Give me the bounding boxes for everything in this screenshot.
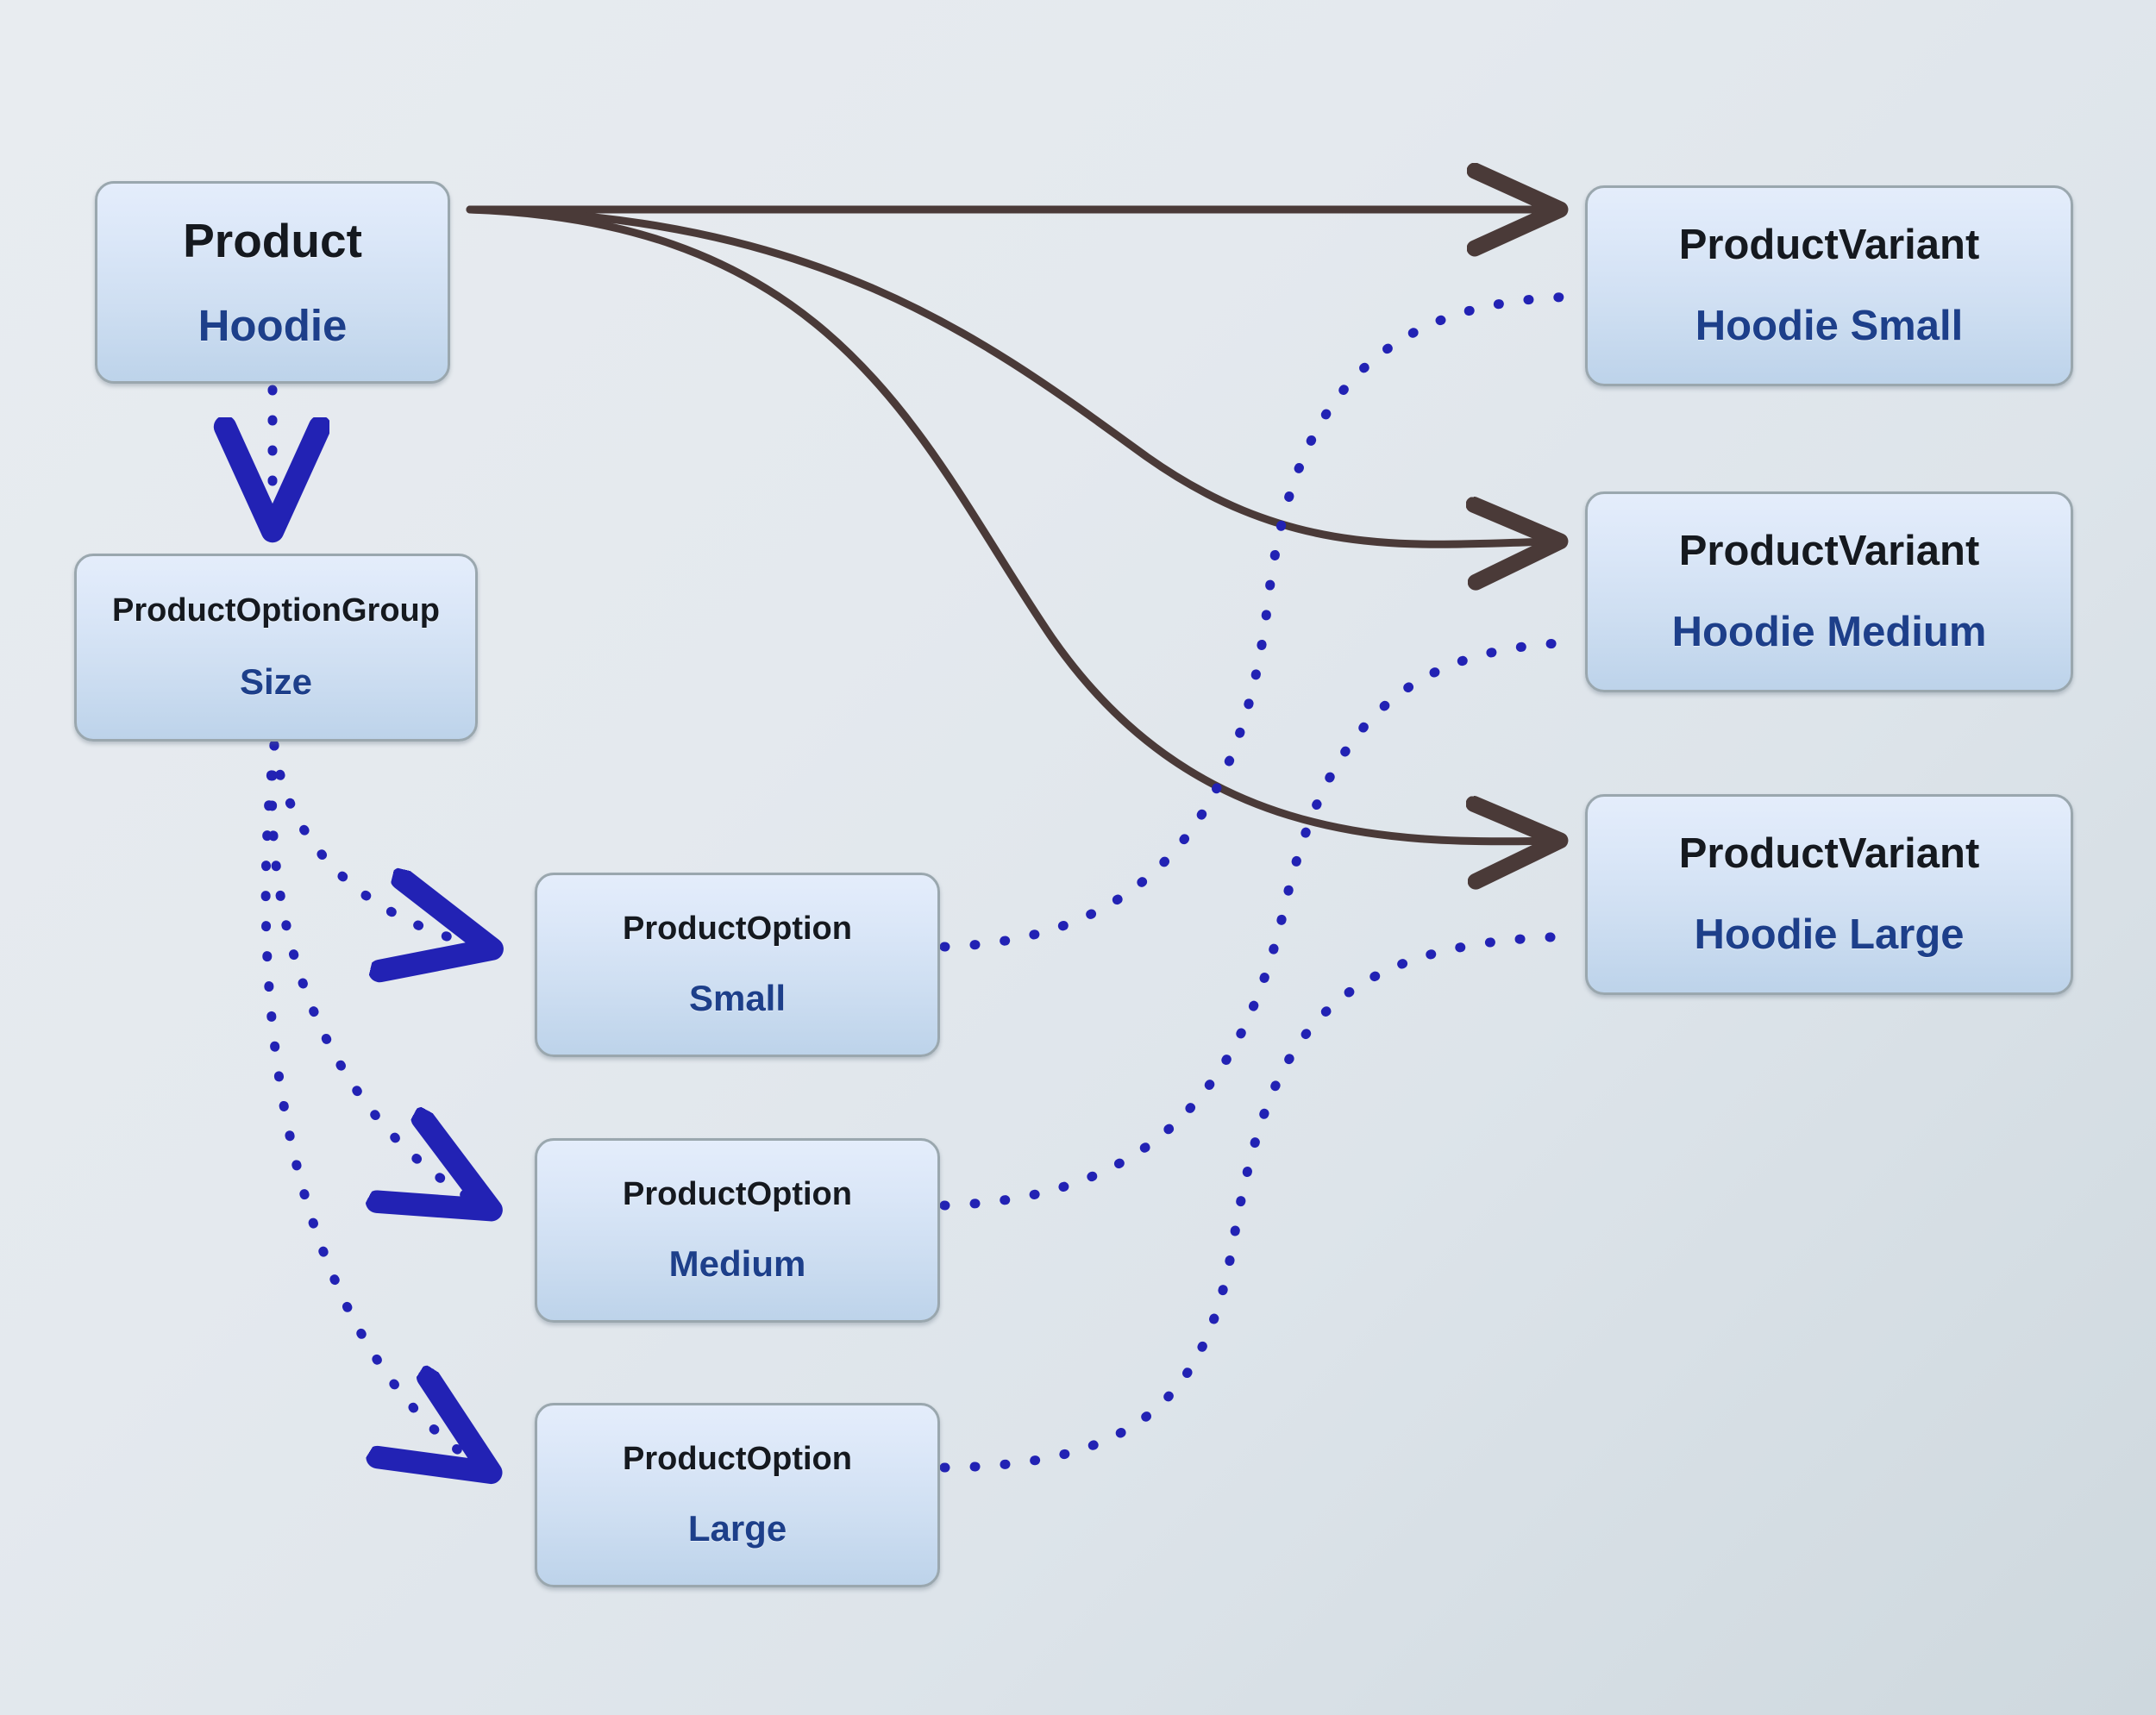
node-product-variant-hoodie-medium[interactable]: ProductVariant Hoodie Medium <box>1585 491 2073 692</box>
edge-option-large-to-variant-large <box>939 931 1583 1473</box>
node-product-variant-hoodie-medium-type: ProductVariant <box>1678 528 1980 575</box>
edge-product-to-variant-large <box>466 205 1552 842</box>
node-product-variant-hoodie-large-type: ProductVariant <box>1678 830 1980 878</box>
node-product-option-medium-value: Medium <box>668 1242 806 1284</box>
edge-product-to-variants <box>466 205 1552 842</box>
node-product-option-large-type: ProductOption <box>623 1441 852 1477</box>
node-product-option-group-type: ProductOptionGroup <box>112 592 440 629</box>
node-product-option-group[interactable]: ProductOptionGroup Size <box>74 554 478 742</box>
edge-option-medium-to-variant-medium <box>939 637 1583 1211</box>
node-product-variant-hoodie-small[interactable]: ProductVariant Hoodie Small <box>1585 185 2073 386</box>
node-product-option-large[interactable]: ProductOption Large <box>535 1403 940 1587</box>
node-product-variant-hoodie-large-value: Hoodie Large <box>1694 911 1965 958</box>
node-product-option-large-value: Large <box>687 1507 787 1549</box>
node-product[interactable]: Product Hoodie <box>95 181 450 384</box>
edge-group-to-option-large <box>260 740 483 1468</box>
node-product-option-small-value: Small <box>688 977 787 1018</box>
node-product-variant-hoodie-large[interactable]: ProductVariant Hoodie Large <box>1585 794 2073 995</box>
edge-group-to-option-small <box>269 740 483 947</box>
node-product-type: Product <box>183 213 362 267</box>
node-product-option-small[interactable]: ProductOption Small <box>535 873 940 1057</box>
node-product-option-medium[interactable]: ProductOption Medium <box>535 1138 940 1323</box>
node-product-variant-hoodie-small-type: ProductVariant <box>1678 222 1980 269</box>
node-product-option-small-type: ProductOption <box>623 911 852 947</box>
edge-group-to-options <box>260 740 483 1468</box>
node-product-option-group-value: Size <box>239 660 313 702</box>
node-product-variant-hoodie-small-value: Hoodie Small <box>1695 302 1964 349</box>
node-product-value: Hoodie <box>197 300 348 350</box>
edge-group-to-option-medium <box>267 740 483 1205</box>
edge-option-small-to-variant-small <box>939 291 1583 952</box>
node-product-variant-hoodie-medium-value: Hoodie Medium <box>1671 608 1987 655</box>
edge-options-to-variants <box>939 291 1583 1473</box>
node-product-option-medium-type: ProductOption <box>623 1176 852 1212</box>
edge-product-to-variant-medium <box>466 205 1552 544</box>
